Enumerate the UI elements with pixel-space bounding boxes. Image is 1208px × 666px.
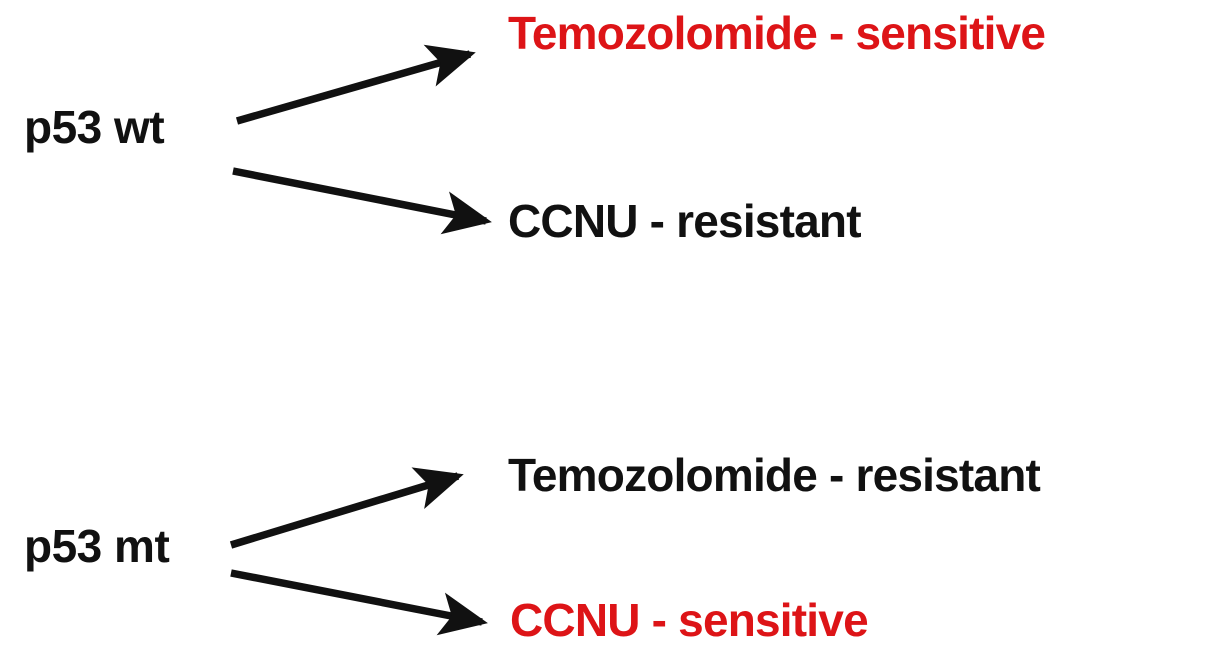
arrow-mt-to-ccnu — [230, 569, 488, 636]
outcome-ccnu-sensitive: CCNU - sensitive — [510, 594, 869, 646]
arrow-mt-to-tmz — [229, 467, 464, 549]
node-p53-mt: p53 mt — [24, 520, 170, 572]
outcome-temozolomide-sensitive: Temozolomide - sensitive — [508, 7, 1046, 59]
outcome-ccnu-resistant: CCNU - resistant — [508, 195, 862, 247]
arrow-wt-to-ccnu — [232, 167, 492, 235]
outcome-temozolomide-resistant: Temozolomide - resistant — [508, 449, 1041, 501]
arrow-wt-to-tmz — [235, 44, 476, 125]
node-p53-wt: p53 wt — [24, 101, 165, 153]
